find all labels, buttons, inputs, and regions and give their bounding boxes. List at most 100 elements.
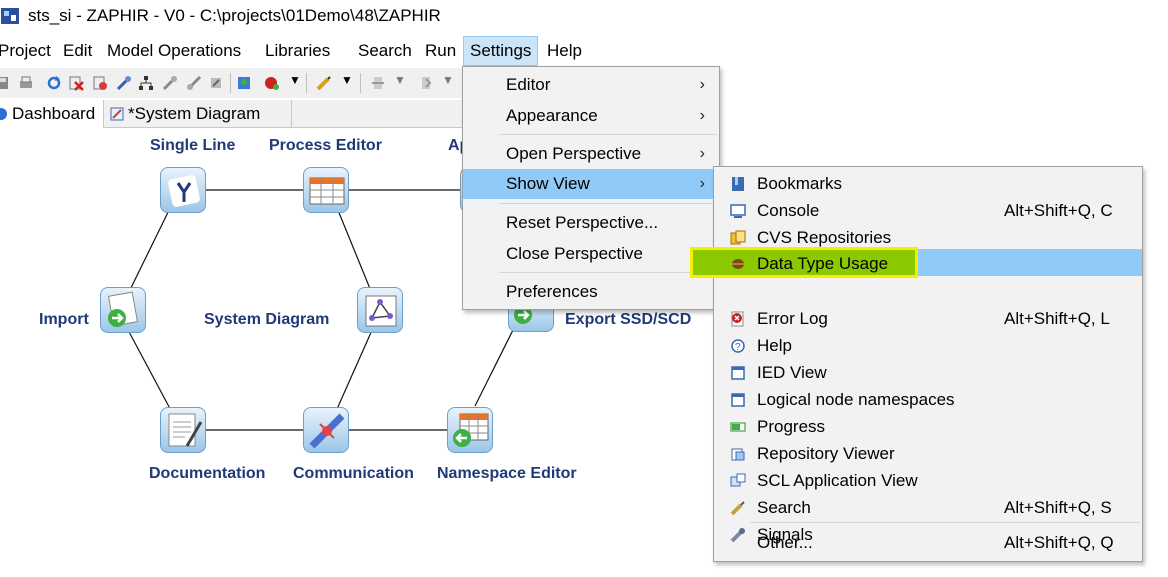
progress-icon (730, 422, 746, 432)
tool-a-icon[interactable] (162, 75, 178, 91)
system-diagram-node[interactable] (357, 287, 403, 333)
view-item-label: Console (757, 201, 820, 220)
menu-item-label: Show View (506, 174, 590, 193)
view-item-error-log[interactable]: Error Log Alt+Shift+Q, L (714, 305, 1142, 332)
menu-edit[interactable]: Edit (63, 41, 93, 60)
diagram-icon (110, 107, 124, 121)
map-icon[interactable] (236, 75, 252, 91)
view-item-other[interactable]: Other... Alt+Shift+Q, Q (714, 529, 1142, 556)
view-item-logical-node-namespaces[interactable]: Logical node namespaces (714, 386, 1142, 413)
tool-b-icon[interactable] (186, 75, 202, 91)
menu-item-close-perspective[interactable]: Close Perspective (463, 239, 719, 269)
process-editor-label[interactable]: Process Editor (269, 137, 382, 154)
process-editor-node[interactable] (303, 167, 349, 213)
run-icon[interactable] (264, 75, 280, 91)
chevron-down-icon[interactable]: ▼ (289, 73, 301, 87)
delete-icon[interactable] (68, 75, 84, 91)
menu-item-appearance[interactable]: Appearance › (463, 101, 719, 131)
menu-search[interactable]: Search (358, 41, 412, 60)
namespace-editor-icon (453, 413, 489, 447)
menu-item-open-perspective[interactable]: Open Perspective › (463, 139, 719, 169)
view-item-help[interactable]: ? Help (714, 332, 1142, 359)
menu-item-label: Reset Perspective... (506, 213, 659, 232)
menu-item-show-view[interactable]: Show View › (463, 169, 719, 199)
dashboard-connections (126, 189, 465, 431)
menu-libraries[interactable]: Libraries (265, 41, 331, 60)
dashboard-icon (0, 108, 7, 120)
chevron-down-icon[interactable]: ▼ (394, 73, 406, 87)
single-line-label[interactable]: Single Line (150, 137, 236, 154)
connect-icon[interactable] (116, 75, 132, 91)
menu-run[interactable]: Run (425, 41, 457, 60)
menu-separator (499, 272, 717, 273)
chevron-right-icon: › (699, 145, 705, 162)
menu-model-operations[interactable]: Model Operations (107, 41, 242, 60)
view-item-ied-view[interactable]: IED View (714, 359, 1142, 386)
scl-icon (730, 473, 746, 487)
view-item-label: Signals (757, 525, 813, 544)
import-node[interactable] (100, 287, 146, 333)
hierarchy-icon[interactable] (138, 75, 154, 91)
menu-separator (499, 203, 717, 204)
view-item-repository-viewer[interactable]: Repository Viewer (714, 440, 1142, 467)
toolbar-separator (360, 73, 361, 93)
menu-help[interactable]: Help (547, 41, 582, 60)
view-item-progress[interactable]: Progress (714, 413, 1142, 440)
refresh-icon[interactable] (46, 75, 62, 91)
process-editor-icon (309, 177, 345, 205)
view-item-scl-application-view[interactable]: SCL Application View (714, 467, 1142, 494)
nav-forward-icon[interactable] (418, 75, 434, 91)
print-icon[interactable] (18, 75, 34, 91)
tool-c-icon[interactable] (208, 75, 224, 91)
communication-label[interactable]: Communication (293, 465, 414, 482)
menu-separator (750, 522, 1140, 523)
namespace-editor-node[interactable] (447, 407, 493, 453)
import-label[interactable]: Import (39, 311, 89, 328)
nav-icon[interactable] (370, 75, 386, 91)
svg-text:?: ? (735, 342, 741, 353)
view-item-label: Help (757, 336, 792, 355)
export-icon[interactable] (92, 75, 108, 91)
view-item-data-type-usage[interactable]: Data Type Usage (714, 250, 1142, 277)
export-icon (514, 306, 532, 324)
tab-system-diagram[interactable]: *System Diagram (104, 100, 292, 128)
documentation-node[interactable] (160, 407, 206, 453)
view-item-cvs-repositories[interactable]: CVS Repositories (714, 224, 1142, 251)
menu-item-label: Appearance (506, 106, 598, 125)
menu-project[interactable]: Project (0, 41, 51, 60)
communication-node[interactable] (303, 407, 349, 453)
menu-item-label: Open Perspective (506, 144, 642, 163)
view-item-search[interactable]: Search Alt+Shift+Q, S (714, 494, 1142, 521)
view-item-console[interactable]: Console Alt+Shift+Q, C (714, 197, 1142, 224)
documentation-label[interactable]: Documentation (149, 465, 266, 482)
tab-dashboard[interactable]: Dashboard (0, 100, 104, 128)
ied-view-icon (731, 366, 745, 380)
pen-icon[interactable] (316, 75, 332, 91)
repository-icon (731, 448, 745, 461)
menu-separator (499, 134, 717, 135)
single-line-node[interactable] (160, 167, 206, 213)
menu-item-preferences[interactable]: Preferences (463, 277, 719, 307)
chevron-down-icon[interactable]: ▼ (341, 73, 353, 87)
chevron-down-icon[interactable]: ▼ (442, 73, 454, 87)
window-title: sts_si - ZAPHIR - V0 - C:\projects\01Dem… (28, 6, 441, 25)
view-item-signals[interactable]: Signals (714, 521, 1142, 548)
bookmarks-icon (732, 177, 744, 191)
system-diagram-label[interactable]: System Diagram (204, 311, 330, 328)
documentation-icon (168, 413, 203, 447)
menu-item-label: Close Perspective (506, 244, 644, 263)
save-icon[interactable] (0, 75, 10, 91)
signals-icon (730, 528, 745, 543)
menu-item-reset-perspective[interactable]: Reset Perspective... (463, 208, 719, 238)
menu-item-label: Preferences (506, 282, 598, 301)
view-item-shortcut: Alt+Shift+Q, Q (1004, 533, 1114, 552)
namespace-editor-label[interactable]: Namespace Editor (437, 465, 577, 482)
view-item-shortcut: Alt+Shift+Q, C (1004, 201, 1113, 220)
import-icon (107, 291, 139, 327)
export-ssd-scd-label[interactable]: Export SSD/SCD (565, 311, 692, 328)
menu-settings[interactable]: Settings (463, 36, 539, 66)
menu-item-editor[interactable]: Editor › (463, 70, 719, 100)
view-item-label: Progress (757, 417, 826, 436)
view-item-bookmarks[interactable]: Bookmarks (714, 170, 1142, 197)
menu-item-label: Editor (506, 75, 551, 94)
